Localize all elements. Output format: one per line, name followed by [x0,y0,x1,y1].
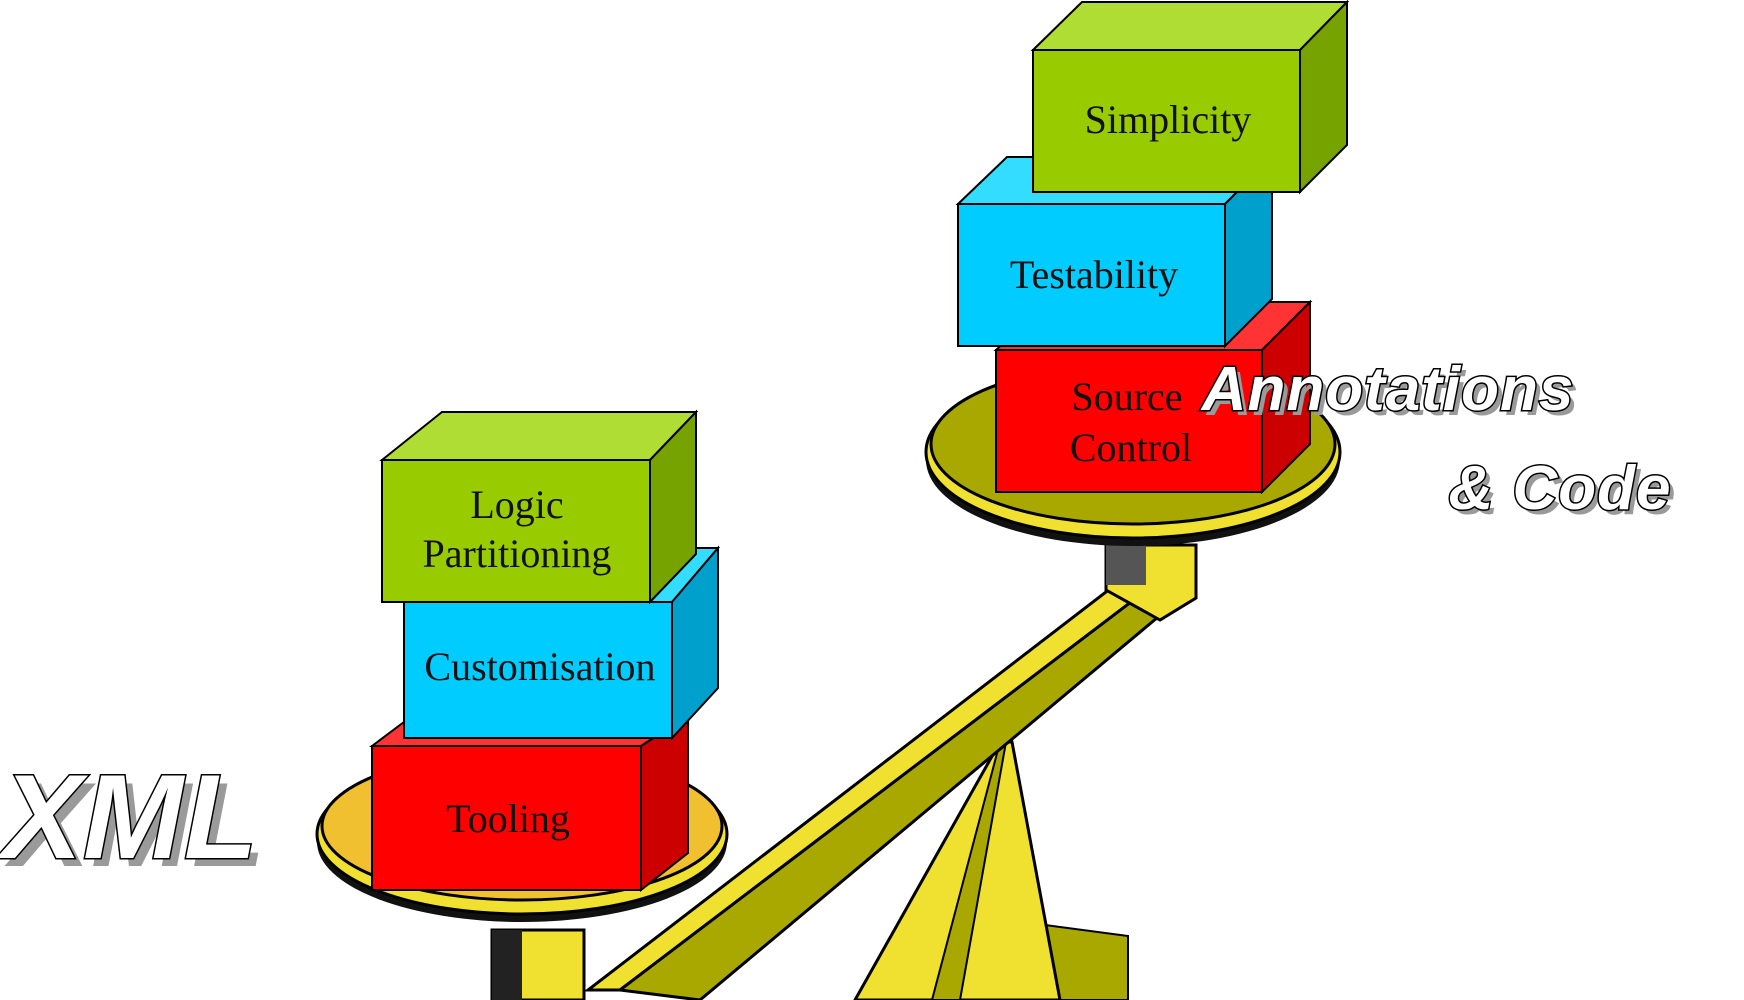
block-logic-partitioning-line1: Logic [470,482,563,527]
scale-structure [490,543,1198,1000]
right-post-shade [1106,545,1146,585]
code-label-shadow: & Code [1454,459,1677,528]
block-logic-partitioning: Logic Partitioning [379,409,699,605]
block-logic-partitioning-line2: Partitioning [423,531,612,576]
block-testability-label: Testability [1010,252,1178,297]
annotations-label: Annotations [1200,355,1575,424]
annotations-code-label-group: Annotations Annotations & Code & Code [1198,354,1677,529]
block-tooling-label: Tooling [446,796,570,841]
block-customisation-label: Customisation [424,644,655,689]
block-source-control-line1: Source [1071,374,1182,419]
block-tooling: Tooling [369,714,692,893]
block-source-control-line2: Control [1070,425,1192,470]
block-simplicity: Simplicity [1030,0,1350,195]
code-label: & Code [1449,454,1672,523]
left-post-shade [492,930,522,1000]
block-simplicity-label: Simplicity [1085,97,1252,142]
xml-label-group: XML XML [0,749,266,893]
xml-label: XML [0,750,258,884]
xml-label-shadow: XML [4,758,266,892]
annotations-label-shadow: Annotations [1205,360,1580,429]
